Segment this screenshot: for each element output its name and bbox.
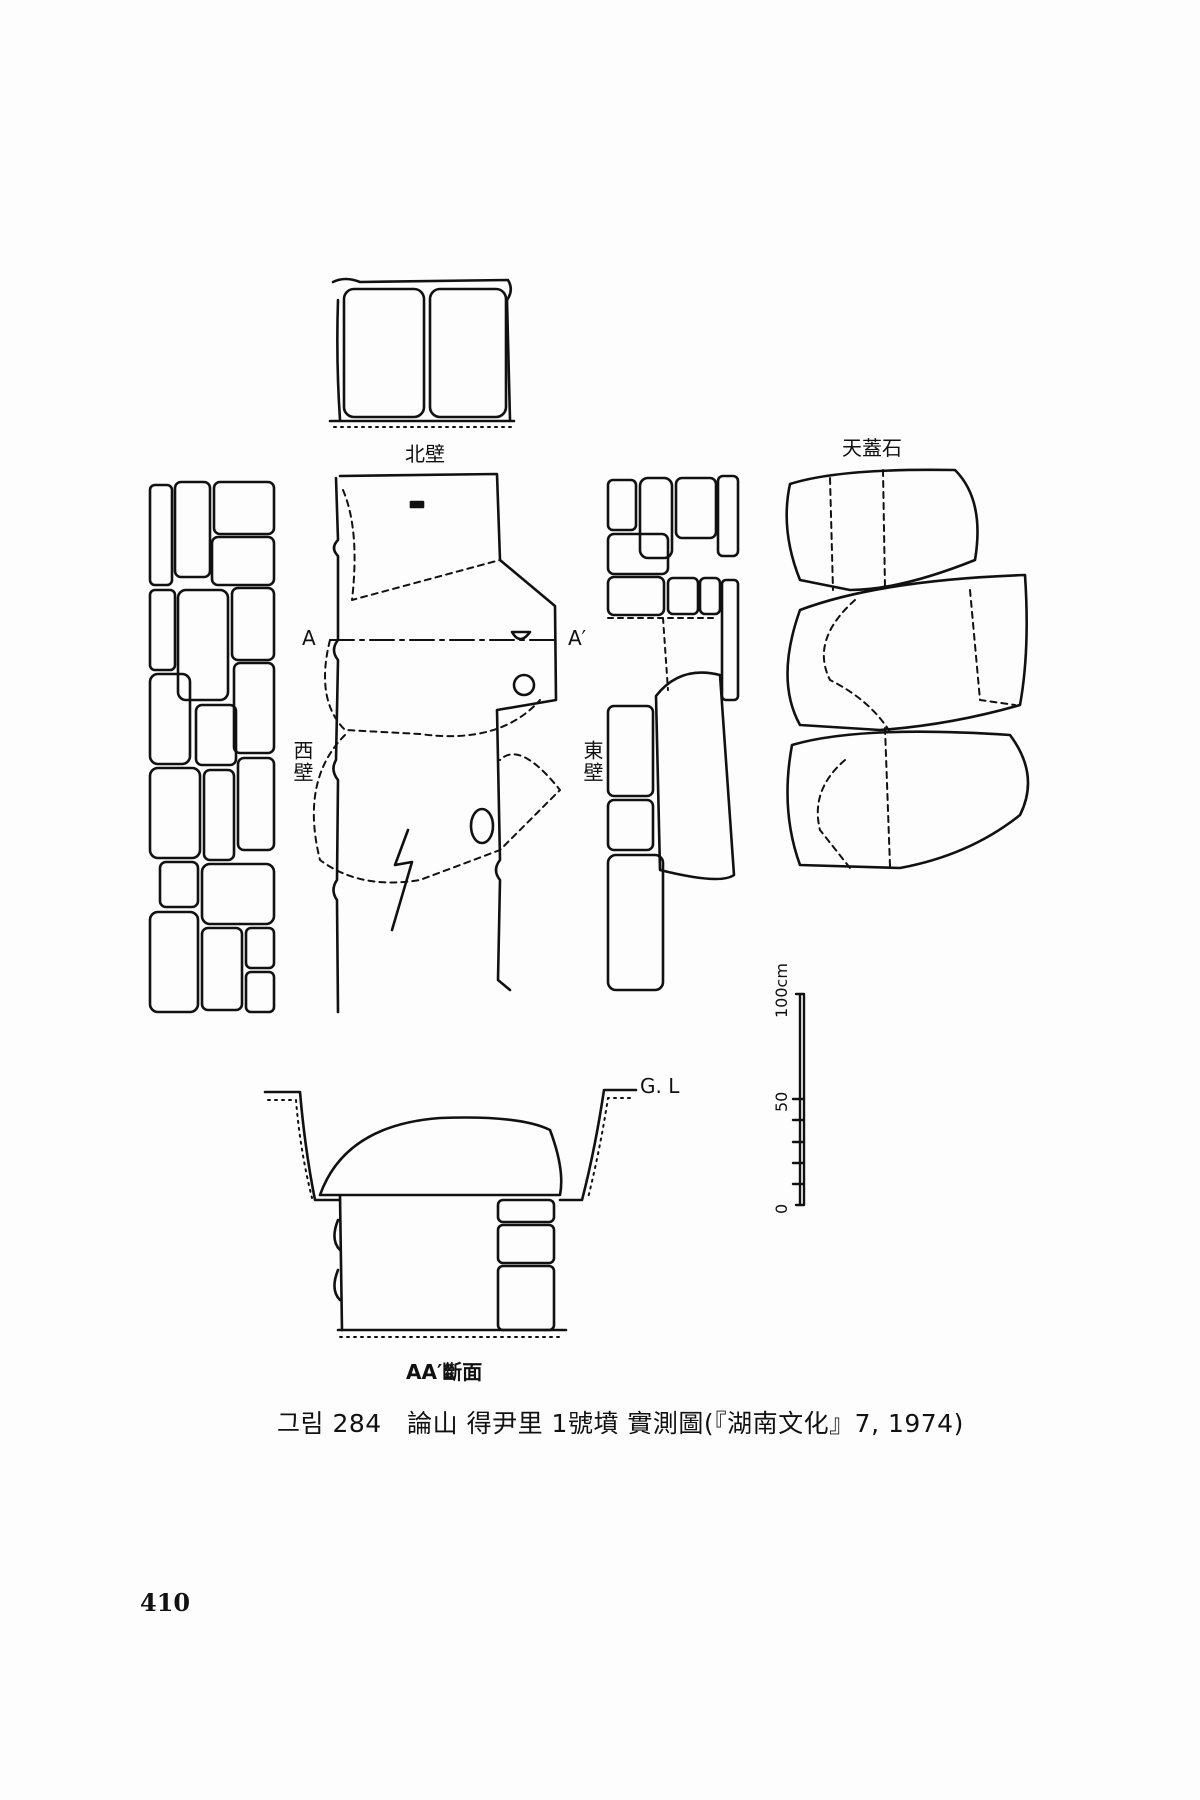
north-wall-label: 北壁	[405, 442, 445, 466]
ground-level-label: G. L	[640, 1074, 680, 1098]
chamber-plan-drawing	[312, 472, 561, 1014]
scale-0-label: 0	[772, 1203, 791, 1214]
capstones-label: 天蓋石	[842, 436, 902, 460]
section-a-prime-label: A′	[568, 626, 587, 650]
west-wall-drawing	[148, 480, 276, 1014]
east-wall-drawing	[606, 474, 740, 992]
capstones-drawing	[785, 468, 1030, 870]
east-wall-label: 東壁	[580, 740, 604, 784]
section-title: AA′斷面	[406, 1360, 483, 1384]
scale-50-label: 50	[772, 1091, 791, 1112]
section-drawing	[263, 1088, 638, 1338]
scale-bar	[791, 992, 806, 1207]
figure-caption: 그림 284 論山 得尹里 1號墳 實測圖(『湖南文化』7, 1974)	[277, 1409, 964, 1438]
scale-100cm-label: 100cm	[772, 963, 791, 1018]
page-number: 410	[140, 1588, 191, 1617]
west-wall-label: 西壁	[290, 740, 314, 784]
section-a-label: A	[302, 626, 316, 650]
north-wall-drawing	[328, 277, 516, 428]
